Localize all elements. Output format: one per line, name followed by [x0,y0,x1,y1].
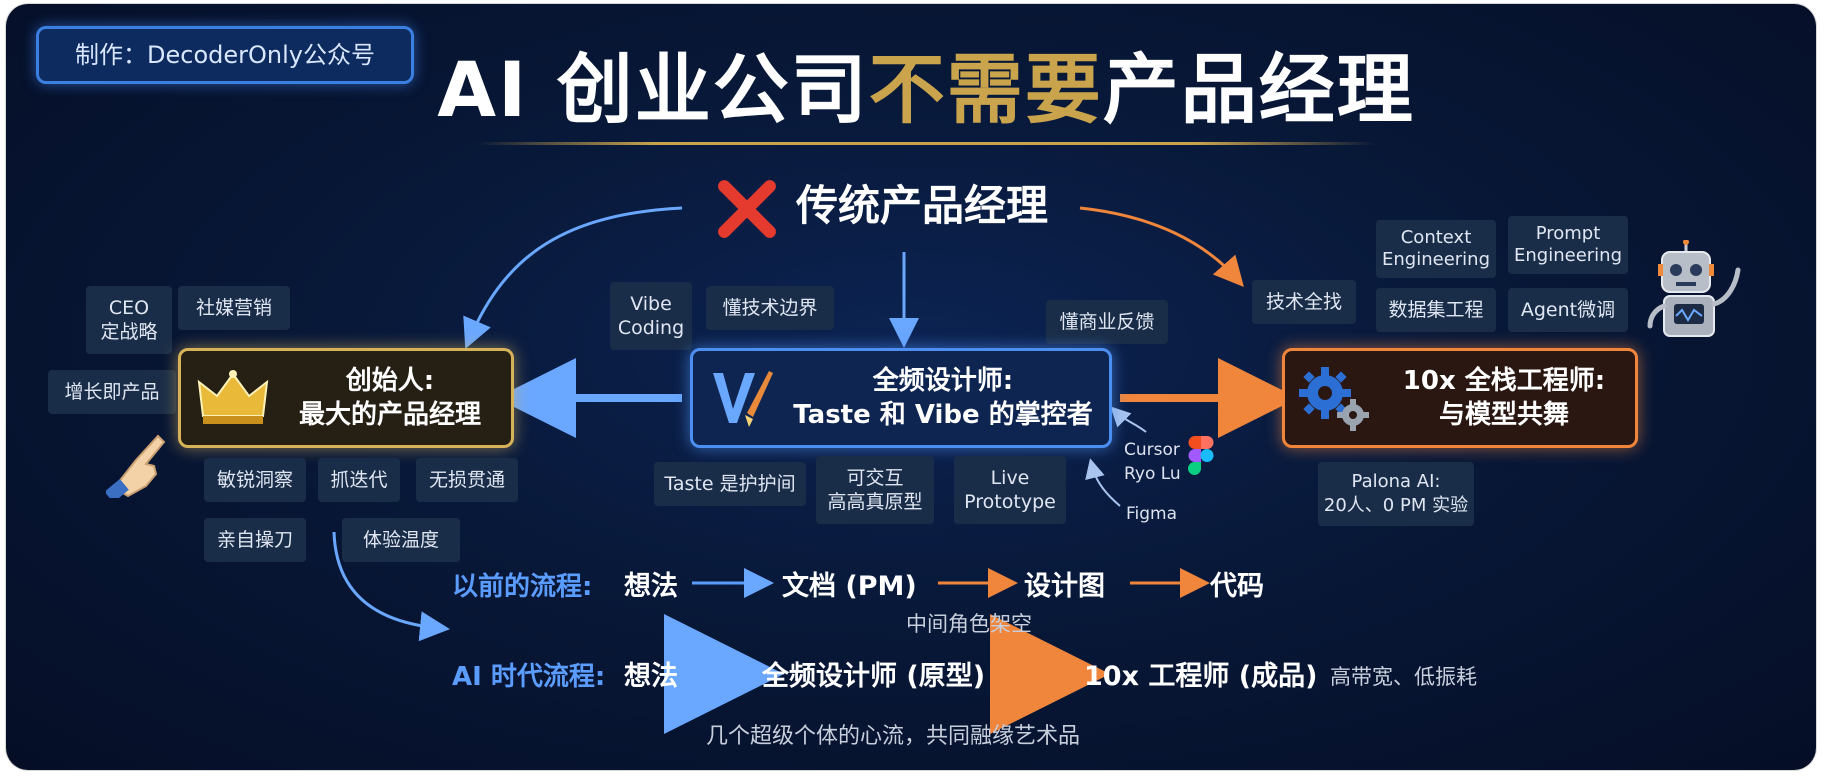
engineer-line1: 10x 全栈工程师: [1402,366,1606,396]
flow-ai-step-1: 想法 [624,661,678,692]
tag-agent-finetune: Agent微调 [1508,288,1628,332]
tag-live-line1: Live [990,467,1030,489]
name-figma: Figma [1126,504,1178,524]
maker-badge: 制作：DecoderOnly公众号 [36,26,414,84]
flow-old-step-1: 想法 [624,571,678,602]
flow-old-label: 以前的流程: [452,572,593,602]
gears-icon [1299,367,1369,431]
traditional-pm-label: 传统产品经理 [796,181,1049,230]
designer-line1: 全频设计师: [872,366,1014,396]
tag-iterate: 抓迭代 [318,458,400,502]
tag-insight: 敏锐洞察 [204,458,306,502]
flow-ai-step-2: 全频设计师 (原型) [762,661,986,692]
tag-context-line1: Context [1400,227,1472,248]
arrow-pm-to-fullstack [1079,206,1244,287]
tag-experience: 体验温度 [342,518,460,562]
tag-biz-feedback: 懂商业反馈 [1046,300,1168,344]
arrow-cursor-hint [1110,406,1147,433]
designer-line2: Taste 和 Vibe 的掌控者 [793,400,1093,430]
tag-live-line2: Prototype [964,491,1056,513]
arrow-figma-hint [1085,458,1121,507]
flow-ai-step-3: 10x 工程师 (成品) [1084,661,1318,692]
tag-dataset: 数据集工程 [1376,288,1496,332]
robot-icon [1647,240,1741,337]
flow-ai-note: 高带宽、低振耗 [1330,665,1477,689]
name-cursor: Cursor [1124,440,1180,460]
founder-line2: 最大的产品经理 [298,400,481,430]
tag-tech-boundary: 懂技术边界 [706,286,834,330]
flow-ai-label: AI 时代流程: [452,662,606,692]
title-part1: AI 创业公司 [437,45,869,134]
arrow-pm-to-founder [463,206,683,350]
tag-social: 社媒营销 [178,286,290,330]
flow-old-note: 中间角色架空 [906,612,1032,636]
flow-old-step-2: 文档 (PM) [782,571,917,602]
infographic-card: 制作：DecoderOnly公众号 AI 创业公司不需要产品经理 传统产品经理 … [6,4,1816,770]
engineer-box: 10x 全栈工程师: 与模型共舞 [1282,348,1638,448]
title-underline [476,142,1376,145]
tag-prompt-line2: Engineering [1514,245,1622,266]
tag-lossless: 无损贯通 [416,458,518,502]
name-ryo-lu: Ryo Lu [1124,464,1181,484]
footer-text: 几个超级个体的心流，共同融缘艺术品 [706,724,1081,749]
tag-growth: 增长即产品 [48,370,176,414]
v-brush-icon [713,371,773,427]
tag-ceo-line1: CEO [108,297,150,319]
flow-old-step-4: 代码 [1210,571,1264,602]
tag-vibe-line1: Vibe [630,293,672,315]
pointing-hand-icon [106,434,166,498]
tag-hands-on: 亲自操刀 [204,518,306,562]
tag-fullstack: 技术全找 [1252,280,1356,324]
tag-palona-line1: Palona AI: [1351,471,1441,492]
tag-taste: Taste 是护护间 [654,462,806,506]
connector-arrows [332,206,1298,734]
tag-vibe-line2: Coding [617,317,685,339]
arrow-founder-to-flow [332,531,450,642]
flow-old-step-3: 设计图 [1024,571,1105,602]
engineer-line2: 与模型共舞 [1438,400,1569,430]
tag-prompt-line1: Prompt [1535,223,1601,244]
tag-palona: Palona AI: 20人、0 PM 实验 [1318,462,1474,526]
founder-box: 创始人: 最大的产品经理 [178,348,514,448]
title-part2: 产品经理 [1102,45,1415,134]
crown-icon [197,370,269,424]
tag-inter-line1: 可交互 [846,467,904,489]
tag-context-line2: Engineering [1382,249,1490,270]
x-mark-icon [718,180,776,238]
page-title: AI 创业公司不需要产品经理 [406,42,1446,138]
tag-interactive-prototype: 可交互高高真原型 [816,456,934,524]
tag-inter-line2: 高高真原型 [827,491,923,513]
founder-line1: 创始人: [345,366,435,396]
figma-icon [1188,436,1214,475]
designer-box: 全频设计师: Taste 和 Vibe 的掌控者 [690,348,1112,448]
title-highlight: 不需要 [868,45,1103,134]
tag-ceo-line2: 定战略 [100,321,158,343]
tag-palona-line2: 20人、0 PM 实验 [1323,495,1469,516]
